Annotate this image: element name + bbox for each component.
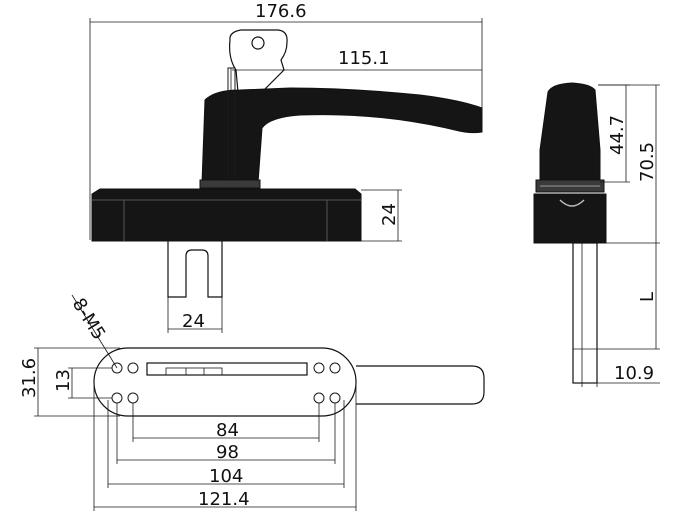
base-plate <box>91 188 362 242</box>
side-handle-cap <box>539 82 601 183</box>
dim-handle-length: 115.1 <box>338 48 390 69</box>
mount-hole <box>313 392 325 404</box>
dim-spindle-length: L <box>637 292 658 302</box>
dim-spacing-104: 104 <box>209 466 243 487</box>
dim-side-cap: 44.7 <box>607 115 628 155</box>
dim-side-total: 70.5 <box>637 142 658 182</box>
side-base <box>533 193 607 244</box>
mount-hole <box>313 362 325 374</box>
front-view: 176.6 115.1 24 24 <box>89 1 483 333</box>
dim-plate-length: 121.4 <box>198 489 250 510</box>
dim-plate-height: 31.6 <box>19 358 40 398</box>
bottom-handle <box>356 365 485 405</box>
mount-hole <box>329 392 341 404</box>
dim-spacing-84: 84 <box>216 420 239 441</box>
lever-handle <box>201 87 483 184</box>
dim-spacing-98: 98 <box>216 442 239 463</box>
dim-spindle-width: 24 <box>182 311 205 332</box>
mount-hole <box>127 392 139 404</box>
mount-hole <box>329 362 341 374</box>
key-icon <box>229 29 288 93</box>
side-view: 44.7 70.5 L 10.9 <box>533 82 660 387</box>
dim-spindle-thickness: 10.9 <box>614 363 654 384</box>
mount-hole <box>111 392 123 404</box>
mount-hole <box>127 362 139 374</box>
dim-hole-pitch: 13 <box>53 369 74 392</box>
dim-base-height: 24 <box>379 203 400 226</box>
thread-callout: 8-M5 <box>68 295 110 344</box>
spindle <box>167 241 223 298</box>
bottom-view: 8-M5 31.6 13 84 98 104 121.4 <box>19 295 485 511</box>
dim-overall-width: 176.6 <box>255 1 307 22</box>
